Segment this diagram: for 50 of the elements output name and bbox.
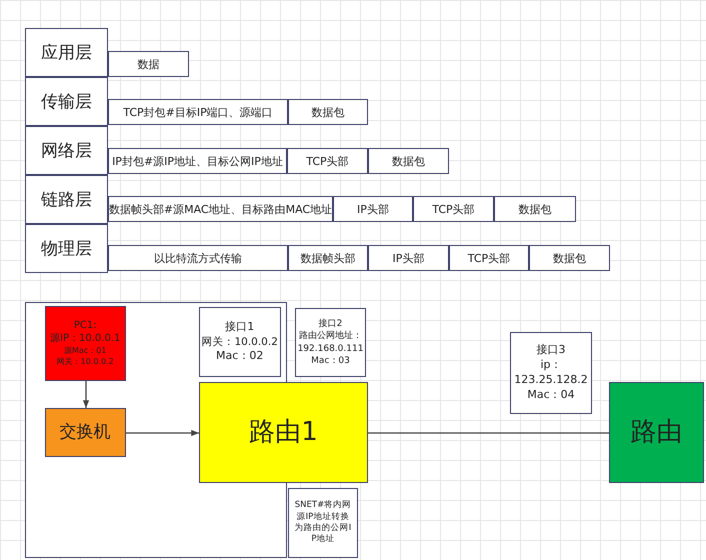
interface-box <box>510 332 592 414</box>
interface-box <box>198 306 281 377</box>
table-cell: TCP头部 <box>287 148 368 174</box>
table-cell: 数据包 <box>494 196 576 222</box>
node-text: PC1: <box>74 318 97 332</box>
node-text: Mac：04 <box>527 388 575 403</box>
table-cell: 数据包 <box>529 245 610 271</box>
node-text: 接口1 <box>225 320 254 335</box>
note-box <box>288 488 358 558</box>
interface-box <box>295 308 366 377</box>
layer-name-cell: 网络层 <box>25 126 108 175</box>
table-cell: 数据帧头部#源MAC地址、目标路由MAC地址 <box>108 196 333 222</box>
arrow <box>126 430 199 436</box>
layer-name-cell: 传输层 <box>25 77 108 126</box>
pc-box <box>44 306 126 381</box>
node-text: 接口2 <box>318 318 342 330</box>
node-text: ip： <box>540 358 562 373</box>
layer-name-cell: 链路层 <box>25 175 108 224</box>
node-text: Mac：02 <box>216 348 264 364</box>
table-cell: 数据包 <box>368 148 449 174</box>
switch-box <box>44 408 126 457</box>
node-text: 路由 <box>630 416 682 449</box>
node-text: 网关：10.0.0.2 <box>201 334 278 349</box>
router-box <box>199 382 368 483</box>
router-box <box>609 382 704 483</box>
table-cell: TCP头部 <box>449 245 529 271</box>
node-text: Mac：03 <box>311 354 350 367</box>
connector-line <box>368 432 609 434</box>
layer-name-cell: 应用层 <box>25 28 108 77</box>
node-text: SNET#将内网源IP地址转换为路由的公网IP地址 <box>294 500 352 546</box>
node-text: 源Mac：01 <box>64 346 106 357</box>
table-cell: 以比特流方式传输 <box>108 245 288 271</box>
node-text: 192.168.0.111 <box>298 342 364 355</box>
table-cell: 数据帧头部 <box>288 245 368 271</box>
node-text: 接口3 <box>536 343 566 358</box>
node-text: 路由公网地址： <box>299 330 362 342</box>
node-text: 路由1 <box>249 416 318 449</box>
node-text: 交换机 <box>60 420 111 444</box>
table-cell: 数据包 <box>288 99 368 125</box>
table-cell: 数据 <box>108 51 189 77</box>
table-cell: IP头部 <box>333 196 413 222</box>
table-cell: TCP封包#目标IP端口、源端口 <box>108 99 288 125</box>
node-text: 网关：10.0.0.2 <box>56 356 114 368</box>
table-cell: TCP头部 <box>413 196 494 222</box>
arrow <box>82 381 90 408</box>
node-text: 123.25.128.2 <box>514 373 588 388</box>
layer-name-cell: 物理层 <box>25 224 108 273</box>
node-text: 源IP：10.0.0.1 <box>50 332 120 346</box>
table-cell: IP封包#源IP地址、目标公网IP地址 <box>108 148 287 174</box>
table-cell: IP头部 <box>368 245 449 271</box>
